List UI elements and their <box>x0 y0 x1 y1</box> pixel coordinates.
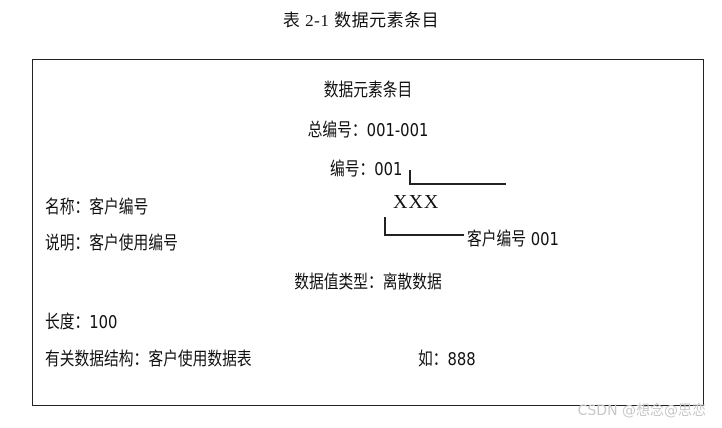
format-bracket-horizontal <box>384 234 464 236</box>
table-caption: 表 2-1 数据元素条目 <box>282 11 440 30</box>
watermark: CSDN @想念@思恋 <box>577 403 706 419</box>
name-field: 名称：客户编号 <box>45 197 149 218</box>
value-type-field: 数据值类型：离散数据 <box>294 272 442 293</box>
related-structure-field: 有关数据结构：客户使用数据表 <box>45 349 252 370</box>
description-field: 说明：客户使用编号 <box>45 233 178 254</box>
example-field: 如：888 <box>418 349 476 370</box>
length-field: 长度：100 <box>45 312 118 333</box>
format-note: 客户编号 001 <box>467 229 559 250</box>
format-bracket-vertical <box>384 217 386 235</box>
number-field: 编号：001 <box>330 159 403 180</box>
format-placeholder: XXX <box>393 191 440 213</box>
data-element-entry-box <box>32 59 704 406</box>
total-number-field: 总编号：001-001 <box>307 120 429 141</box>
entry-title: 数据元素条目 <box>323 80 413 101</box>
number-bracket-vertical <box>409 170 411 185</box>
number-bracket-horizontal <box>409 183 506 185</box>
